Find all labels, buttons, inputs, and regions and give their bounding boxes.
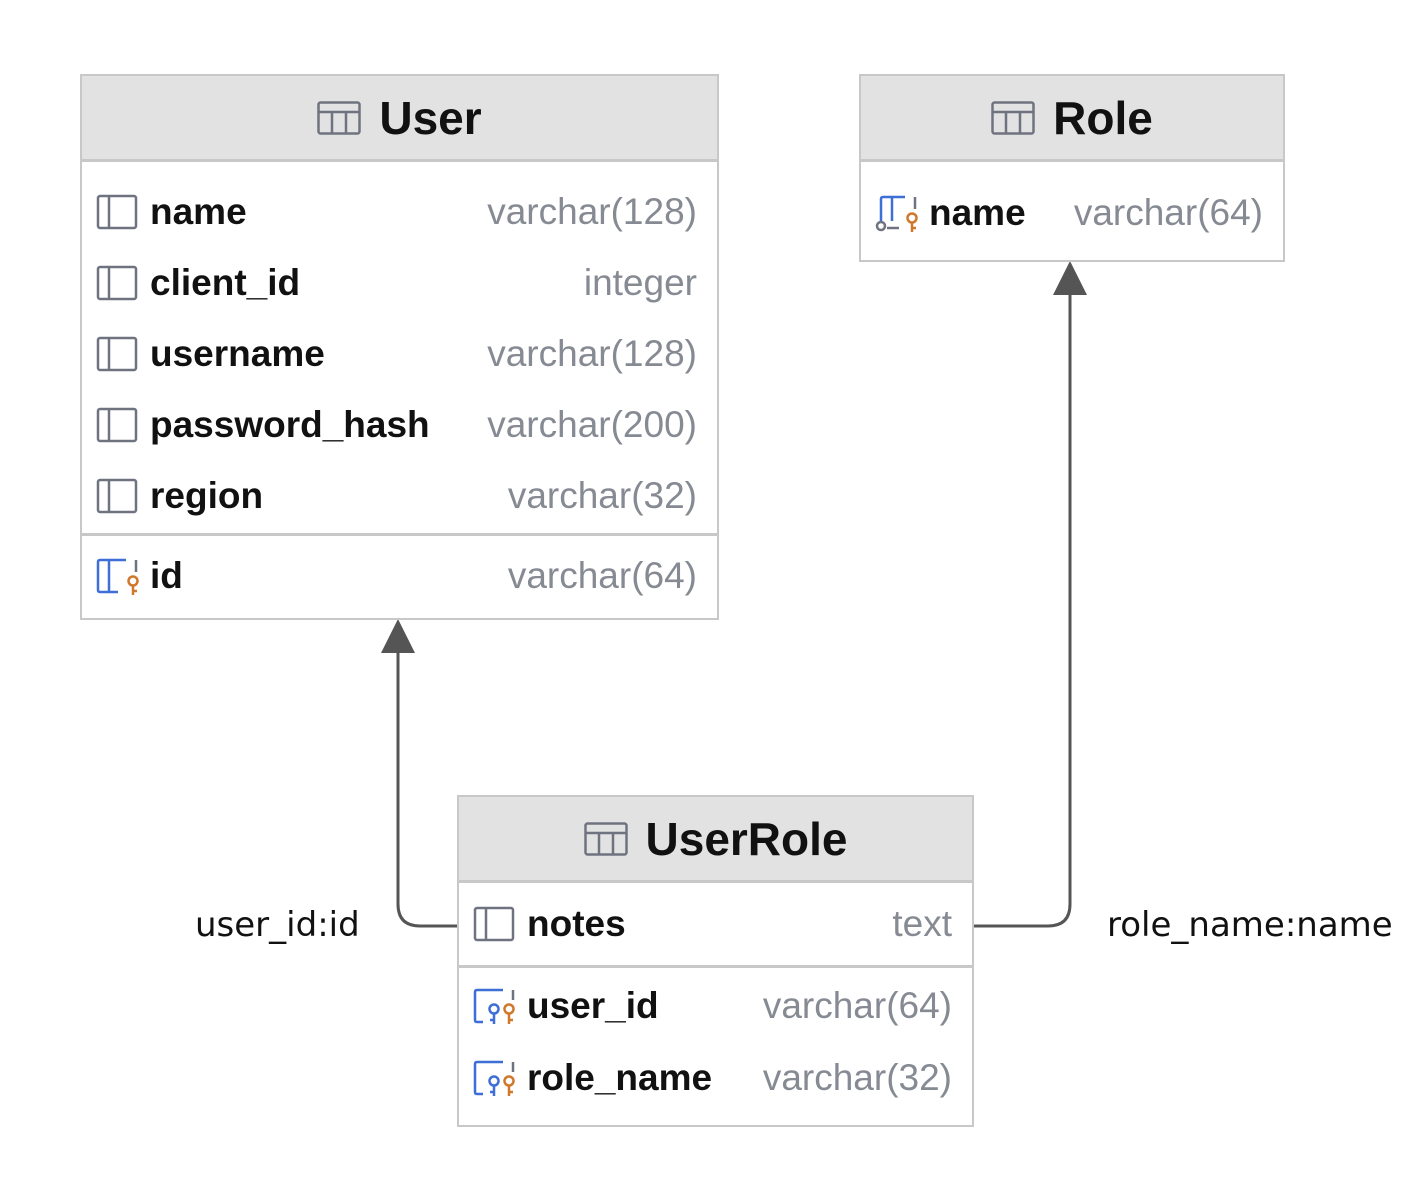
table-icon xyxy=(317,100,362,135)
column-icon xyxy=(96,194,138,229)
key-type: varchar(64) xyxy=(1073,192,1263,233)
column-icon xyxy=(96,265,138,300)
column-type: varchar(32) xyxy=(507,474,697,516)
arrowhead-role xyxy=(1053,261,1087,295)
column-row[interactable]: password_hash varchar(200) xyxy=(82,389,717,460)
column-icon xyxy=(96,407,138,442)
table-icon xyxy=(991,100,1035,135)
entity-title: Role xyxy=(1053,91,1153,144)
column-name: username xyxy=(150,332,325,374)
column-row[interactable]: username varchar(128) xyxy=(82,318,717,389)
key-list: name varchar(64) xyxy=(861,162,1283,258)
column-type: varchar(200) xyxy=(487,403,697,445)
entity-header: UserRole xyxy=(459,797,972,883)
column-icon xyxy=(473,906,515,942)
column-icon xyxy=(96,478,138,513)
key-name: user_id xyxy=(527,985,659,1026)
connector-role-name xyxy=(974,292,1072,928)
column-name: password_hash xyxy=(150,403,430,445)
key-list: user_id varchar(64) role_name varchar(32… xyxy=(459,965,972,1114)
key-name: name xyxy=(929,192,1026,233)
table-icon xyxy=(583,821,628,856)
column-row[interactable]: name varchar(128) xyxy=(82,176,717,247)
key-list: id varchar(64) xyxy=(82,533,717,616)
entity-header: Role xyxy=(861,76,1283,162)
column-type: integer xyxy=(583,261,697,303)
key-name: role_name xyxy=(527,1057,713,1098)
column-row[interactable]: region varchar(32) xyxy=(82,460,717,531)
column-icon xyxy=(96,336,138,371)
column-type: text xyxy=(892,903,952,944)
key-type: varchar(32) xyxy=(762,1057,952,1098)
column-row[interactable]: client_id integer xyxy=(82,247,717,318)
entity-header: User xyxy=(82,76,717,162)
key-type: varchar(64) xyxy=(762,985,952,1026)
foreign-key-icon xyxy=(473,1060,515,1096)
column-name: notes xyxy=(527,903,626,944)
key-row[interactable]: name varchar(64) xyxy=(861,168,1283,258)
connector-user-id xyxy=(396,650,457,928)
column-row[interactable]: notes text xyxy=(459,883,972,965)
key-type: varchar(64) xyxy=(507,555,697,596)
column-list: notes text xyxy=(459,883,972,965)
relation-label-role-name: role_name:name xyxy=(1107,905,1393,945)
key-row[interactable]: user_id varchar(64) xyxy=(459,970,972,1042)
key-row[interactable]: role_name varchar(32) xyxy=(459,1042,972,1114)
key-name: id xyxy=(150,555,183,596)
column-type: varchar(128) xyxy=(487,332,697,374)
column-type: varchar(128) xyxy=(487,190,697,232)
entity-user[interactable]: User name varchar(128) client_id integer… xyxy=(80,74,719,620)
column-name: name xyxy=(150,190,247,232)
foreign-key-icon xyxy=(473,988,515,1024)
entity-title: UserRole xyxy=(645,812,848,865)
key-row[interactable]: id varchar(64) xyxy=(82,536,717,616)
entity-userrole[interactable]: UserRole notes text user_id var xyxy=(457,795,974,1127)
primary-key-icon xyxy=(875,195,918,232)
entity-title: User xyxy=(379,91,482,144)
entity-role[interactable]: Role name varchar(64) xyxy=(859,74,1285,262)
column-name: client_id xyxy=(150,261,301,303)
primary-key-icon xyxy=(96,558,139,595)
arrowhead-user xyxy=(381,619,415,653)
relation-label-user-id: user_id:id xyxy=(195,905,360,945)
column-name: region xyxy=(150,474,264,516)
column-list: name varchar(128) client_id integer user… xyxy=(82,162,717,533)
